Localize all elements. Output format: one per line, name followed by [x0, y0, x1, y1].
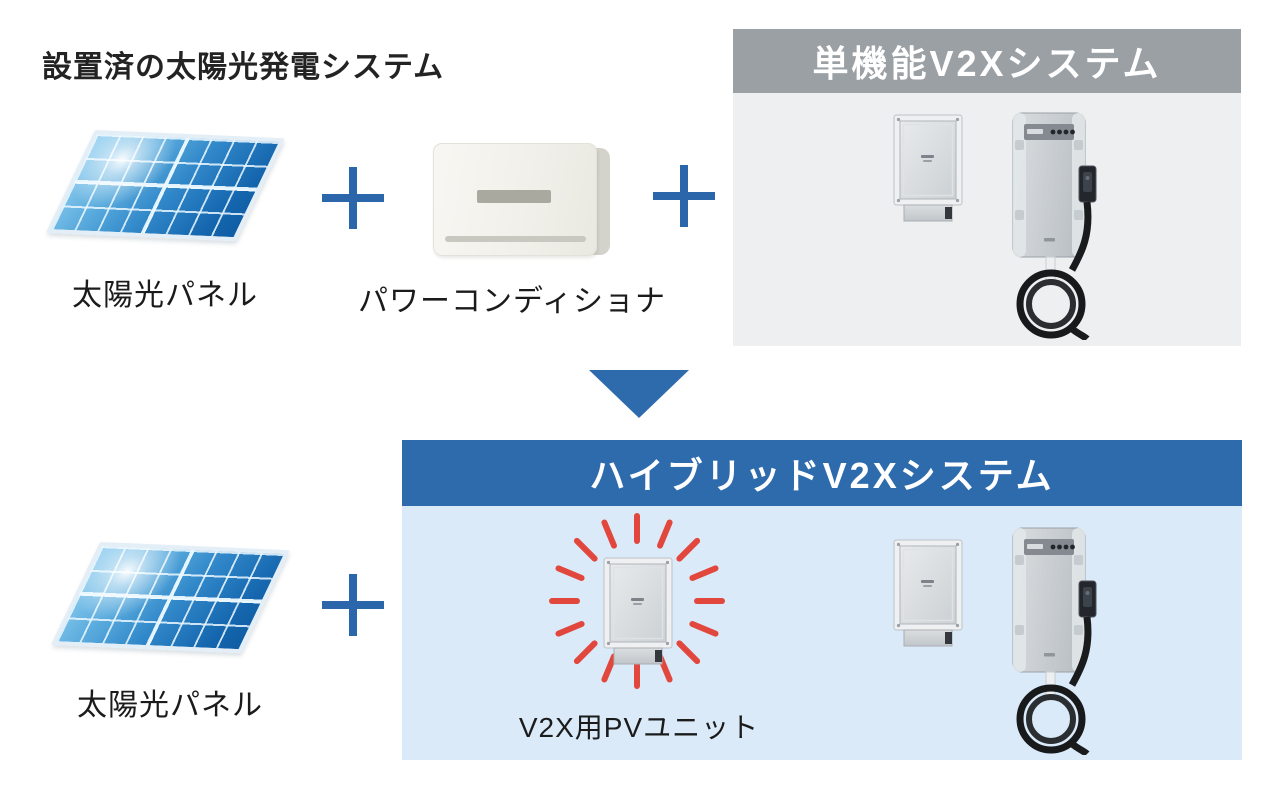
- existing-system-title: 設置済の太陽光発電システム: [42, 51, 445, 84]
- pv-unit-label: V2X用PVユニット: [518, 712, 760, 743]
- hybrid-v2x-header: ハイブリッドV2Xシステム: [402, 440, 1242, 506]
- pv-unit-highlight-image: [598, 556, 678, 666]
- solar-panel-image: [45, 130, 285, 242]
- power-conditioner-label: パワーコンディショナ: [358, 285, 666, 318]
- single-v2x-title: 単機能V2Xシステム: [812, 43, 1162, 84]
- plus-icon: [648, 160, 720, 232]
- plus-icon: [317, 162, 389, 234]
- pv-unit-image: [888, 538, 968, 648]
- hybrid-v2x-body: V2X用PVユニット: [402, 506, 1242, 760]
- pv-unit-image: [888, 113, 968, 223]
- single-v2x-body: [733, 93, 1241, 346]
- v2x-charger-image: [1008, 525, 1098, 755]
- single-v2x-header: 単機能V2Xシステム: [733, 29, 1241, 93]
- power-conditioner-front: [433, 143, 597, 256]
- solar-panel-image: [50, 542, 290, 654]
- hybrid-v2x-title: ハイブリッドV2Xシステム: [589, 455, 1055, 496]
- hybrid-v2x-box: ハイブリッドV2Xシステム: [402, 440, 1242, 760]
- plus-icon: [317, 569, 389, 641]
- v2x-charger-image: [1008, 110, 1098, 340]
- power-conditioner-image: [433, 143, 610, 261]
- solar-panel-label: 太陽光パネル: [72, 279, 258, 312]
- single-v2x-box: 単機能V2Xシステム: [733, 29, 1241, 346]
- solar-panel-label: 太陽光パネル: [77, 689, 263, 722]
- arrow-down-icon: [589, 370, 689, 418]
- power-conditioner-vent: [445, 236, 586, 242]
- ray-burst-icon: [549, 513, 725, 689]
- power-conditioner-slot: [477, 190, 551, 203]
